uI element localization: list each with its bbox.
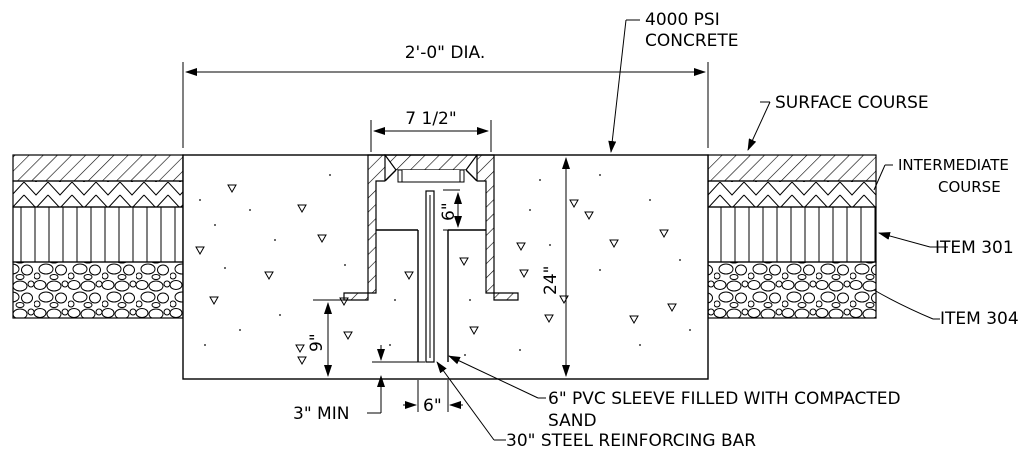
concrete-label-line2: CONCRETE — [645, 31, 739, 51]
bar-embedment-label: 9" — [307, 333, 327, 352]
item-301-label: ITEM 301 — [935, 238, 1014, 258]
item-301-leader — [878, 232, 948, 248]
item-304-label: ITEM 304 — [940, 309, 1019, 329]
item-304-leader — [873, 289, 940, 320]
min-cover-label: 3" MIN — [293, 404, 349, 424]
pavement-layers-right — [707, 154, 877, 319]
dimension-bar-embedment — [313, 299, 344, 377]
concrete-label-line1: 4000 PSI — [645, 10, 720, 30]
pvc-sleeve-leader — [448, 355, 546, 399]
surface-course-label: SURFACE COURSE — [775, 93, 929, 113]
dimension-min-cover — [367, 345, 425, 414]
steel-bar-label: 30" STEEL REINFORCING BAR — [506, 431, 756, 451]
dimension-sleeve-offset — [403, 380, 463, 412]
pocket-width-label: 7 1/2" — [405, 109, 456, 129]
pvc-sleeve-and-bar — [425, 190, 435, 363]
pavement-layers-left — [12, 154, 184, 319]
steel-bar-leader — [436, 361, 506, 441]
intermediate-label-line1: INTERMEDIATE — [898, 156, 1009, 174]
pvc-sleeve-label-line2: SAND — [548, 411, 597, 431]
dimension-diameter — [182, 62, 709, 148]
sleeve-offset-label: 6" — [423, 396, 442, 416]
intermediate-course-leader — [873, 164, 893, 191]
diameter-label: 2'-0" DIA. — [405, 43, 486, 63]
pvc-sleeve-label-line1: 6" PVC SLEEVE FILLED WITH COMPACTED — [548, 389, 901, 409]
dimension-pocket-width — [370, 120, 492, 152]
dimension-cap-depth — [443, 189, 462, 231]
concrete-leader — [608, 19, 640, 153]
cap-depth-label: 6" — [439, 202, 459, 221]
depth-label: 24" — [541, 266, 561, 295]
surface-course-leader — [747, 101, 771, 151]
intermediate-label-line2: COURSE — [938, 178, 1001, 196]
